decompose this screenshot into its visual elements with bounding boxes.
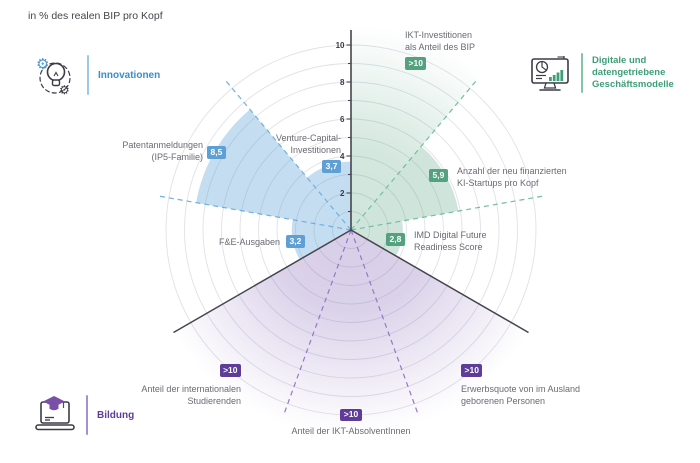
monitor-analytics-icon xyxy=(531,56,569,91)
indicator-separator-dashed xyxy=(350,80,477,231)
axis-tick-label: 10 xyxy=(336,41,345,50)
indicator-venture-capital: Venture-Capital- Investitionen 3,7 xyxy=(275,133,341,173)
value-badge: 2,8 xyxy=(386,233,405,246)
header-divider xyxy=(87,55,89,95)
lightbulb-gears-icon: ⚙ ⚙ xyxy=(36,55,71,97)
wedges-innovation xyxy=(196,109,351,260)
section-label-digital: Digitale und datengetriebene Geschäftsmo… xyxy=(592,55,674,90)
data-wedge xyxy=(291,219,351,260)
section-header-digital: Digitale und datengetriebene Geschäftsmo… xyxy=(527,50,674,96)
indicator-patentanmeldungen: Patentanmeldungen (IP5-Familie) xyxy=(122,140,203,162)
value-badge: 3,2 xyxy=(286,235,305,248)
axis-tick-label: 8 xyxy=(340,78,345,87)
indicator-erwerbsquote: Erwerbsquote von im Ausland geborenen Pe… xyxy=(461,384,581,406)
svg-text:⚙: ⚙ xyxy=(59,83,70,97)
section-header-education: Bildung xyxy=(32,392,134,438)
value-badge: 5,9 xyxy=(429,169,448,182)
indicator-internationale-studierende: Anteil der internationalen Studierenden xyxy=(141,384,241,406)
svg-text:⚙: ⚙ xyxy=(36,55,49,73)
indicator-separator-dashed xyxy=(350,195,544,231)
data-wedge xyxy=(173,230,351,423)
value-badge: 3,7 xyxy=(322,160,341,173)
value-axis: 2 4 6 8 10 xyxy=(336,30,352,230)
axis-tick-label: 2 xyxy=(340,189,345,198)
indicator-ki-startups: Anzahl der neu finanzierten KI-Startups … xyxy=(457,166,567,188)
axis-tick-label: 4 xyxy=(340,152,345,161)
data-wedge xyxy=(351,146,459,230)
value-badge: >10 xyxy=(461,364,483,377)
value-badge: >10 xyxy=(340,408,362,421)
header-divider xyxy=(581,53,583,93)
indicator-ikt-investitionen: IKT-Investitionen als Anteil des BIP >10 xyxy=(405,30,476,70)
indicator-separator-dashed xyxy=(225,80,352,231)
data-wedge xyxy=(196,109,351,230)
wedges-bildung xyxy=(173,230,529,435)
value-badge: >10 xyxy=(219,364,241,377)
data-wedge xyxy=(280,230,422,435)
value-badge: >10 xyxy=(405,57,427,70)
header-divider xyxy=(86,395,88,435)
data-wedge xyxy=(351,221,403,256)
indicator-ikt-absolventinnen: >10 Anteil der IKT-AbsolventInnen xyxy=(291,408,411,436)
section-label-education: Bildung xyxy=(97,409,135,421)
axis-tick-label: 6 xyxy=(340,115,345,124)
indicator-separator-dashed xyxy=(158,195,352,231)
wedges-digital xyxy=(351,25,483,256)
data-wedge xyxy=(307,161,351,230)
section-label-innovation: Innovationen xyxy=(98,69,161,81)
indicator-fe-ausgaben: F&E-Ausgaben xyxy=(218,237,280,247)
indicator-imd-score: IMD Digital Future Readiness Score xyxy=(414,230,487,252)
sector-boundary-line xyxy=(173,229,352,334)
indicator-separator-dashed xyxy=(350,229,419,414)
laptop-graduation-icon xyxy=(35,396,75,431)
data-wedge xyxy=(351,25,483,230)
chart-unit-title: in % des realen BIP pro Kopf xyxy=(28,10,163,22)
section-header-innovation: ⚙ ⚙ Innovationen xyxy=(33,52,160,98)
value-badge: 8,5 xyxy=(207,146,226,159)
sector-boundary-line xyxy=(350,229,529,334)
data-wedge xyxy=(351,230,529,423)
indicator-separator-dashed xyxy=(283,229,352,414)
